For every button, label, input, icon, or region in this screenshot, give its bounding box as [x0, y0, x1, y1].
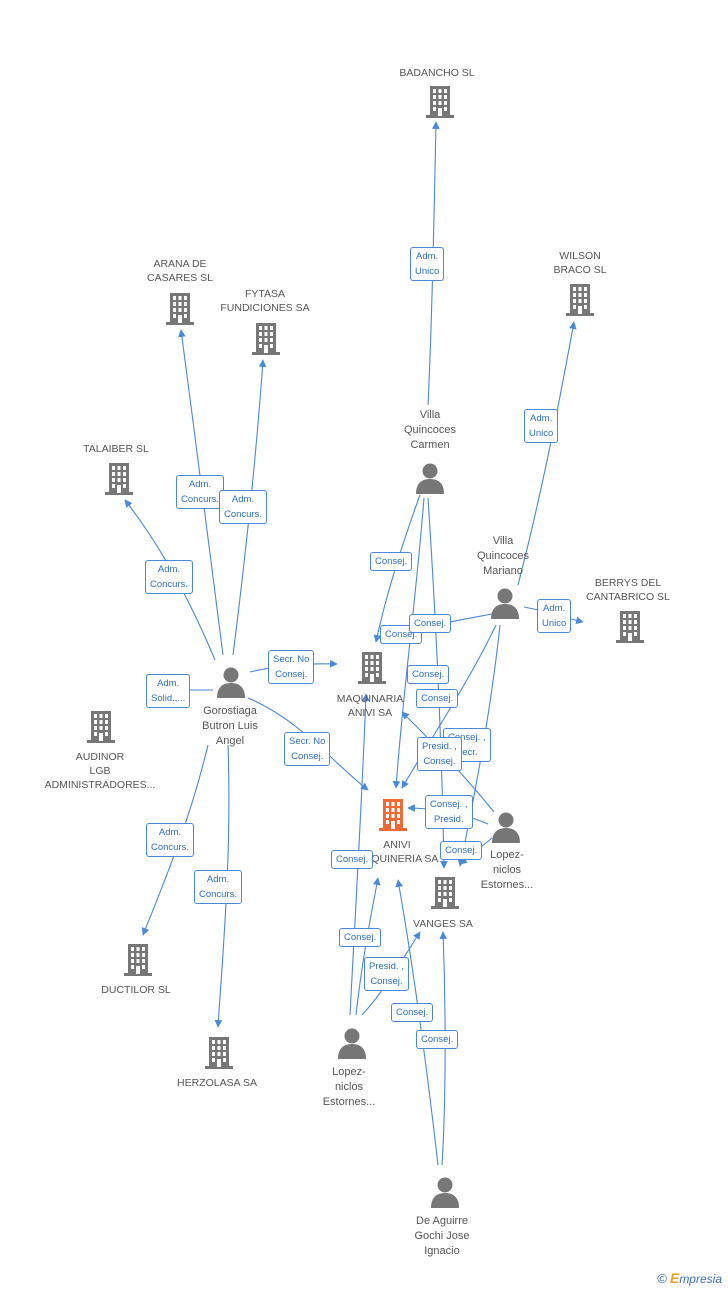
node-label-lopez-right[interactable]: Lopez- niclos Estornes...: [480, 849, 534, 891]
edge-label-e3[interactable]: Adm. Concurs.: [176, 475, 225, 509]
edge-villa-carmen-to-maquinaria: [373, 494, 421, 643]
edge-label-e1[interactable]: Adm. Unico: [410, 247, 445, 281]
building-icon[interactable]: [103, 462, 135, 496]
building-icon[interactable]: [429, 876, 461, 910]
node-label-fytasa[interactable]: FYTASA FUNDICIONES SA: [220, 288, 310, 314]
edge-label-e24[interactable]: Consej.: [391, 1003, 434, 1022]
edge-label-e9[interactable]: Adm. Concurs.: [146, 823, 195, 857]
edge-label-e25[interactable]: Consej.: [416, 1030, 459, 1049]
node-label-maquinaria[interactable]: MAQUINARIA ANIVI SA: [336, 693, 404, 719]
edge-label-e12[interactable]: Consej.: [370, 552, 413, 571]
building-icon[interactable]: [122, 943, 154, 977]
watermark: ©Empresia: [657, 1270, 722, 1286]
building-icon[interactable]: [85, 710, 117, 744]
building-icon[interactable]: [614, 610, 646, 644]
edge-label-e11[interactable]: Adm. Unico: [537, 599, 572, 633]
person-icon[interactable]: [215, 665, 247, 699]
edge-label-e2[interactable]: Adm. Unico: [524, 409, 559, 443]
edge-label-e8[interactable]: Secr. No Consej.: [284, 732, 331, 766]
node-label-badancho[interactable]: BADANCHO SL: [399, 67, 475, 79]
node-label-talaiber[interactable]: TALAIBER SL: [83, 443, 149, 455]
node-label-wilson[interactable]: WILSON BRACO SL: [553, 250, 607, 276]
edge-label-e16[interactable]: Consej.: [416, 689, 459, 708]
edge-label-e15[interactable]: Consej.: [407, 665, 450, 684]
node-label-berrys[interactable]: BERRYS DEL CANTABRICO SL: [586, 577, 670, 603]
node-label-vanges[interactable]: VANGES SA: [413, 918, 473, 930]
edge-label-e19[interactable]: Consej. , Presid.: [425, 795, 473, 829]
edge-label-e20[interactable]: Consej.: [440, 841, 483, 860]
building-icon[interactable]: [564, 283, 596, 317]
person-icon[interactable]: [489, 586, 521, 620]
edge-label-e18[interactable]: Presid. , Consej.: [417, 737, 462, 771]
person-icon[interactable]: [414, 461, 446, 495]
building-icon[interactable]: [377, 798, 409, 832]
edge-label-e4[interactable]: Adm. Concurs.: [219, 490, 268, 524]
building-icon[interactable]: [203, 1036, 235, 1070]
node-label-villa-carmen[interactable]: Villa Quincoces Carmen: [404, 409, 456, 451]
building-icon[interactable]: [164, 292, 196, 326]
node-label-deaguirre[interactable]: De Aguirre Gochi Jose Ignacio: [414, 1215, 470, 1257]
node-label-lopez-left[interactable]: Lopez- niclos Estornes...: [322, 1066, 376, 1108]
building-icon[interactable]: [424, 85, 456, 119]
person-icon[interactable]: [336, 1026, 368, 1060]
brand-initial: E: [669, 1270, 680, 1286]
edge-villa-carmen-to-anivi: [392, 497, 425, 789]
node-label-gorostiaga[interactable]: Gorostiaga Butron Luis Angel: [202, 705, 258, 747]
brand-name: mpresia: [679, 1272, 722, 1286]
node-label-herzolasa[interactable]: HERZOLASA SA: [177, 1077, 257, 1089]
copyright-symbol: ©: [657, 1271, 667, 1286]
edge-label-e5[interactable]: Adm. Concurs.: [145, 560, 194, 594]
node-label-villa-mariano[interactable]: Villa Quincoces Mariano: [477, 535, 529, 577]
edge-villa-mariano-to-wilson: [517, 321, 577, 586]
edge-label-e6[interactable]: Adm. Solid.,...: [146, 674, 191, 708]
node-label-ductilor[interactable]: DUCTILOR SL: [101, 984, 171, 996]
edge-label-e23[interactable]: Presid. , Consej.: [364, 957, 409, 991]
person-icon[interactable]: [429, 1175, 461, 1209]
node-label-audinor[interactable]: AUDINOR LGB ADMINISTRADORES...: [44, 751, 156, 791]
edge-label-e7[interactable]: Secr. No Consej.: [268, 650, 315, 684]
edge-villa-mariano-to-anivi: [401, 624, 497, 789]
node-label-arana[interactable]: ARANA DE CASARES SL: [147, 258, 213, 284]
building-icon[interactable]: [250, 322, 282, 356]
edge-label-e21[interactable]: Consej.: [331, 850, 374, 869]
edge-deaguirre-to-vanges: [439, 931, 448, 1166]
edge-label-e14[interactable]: Consej.: [409, 614, 452, 633]
edge-label-e22[interactable]: Consej.: [339, 928, 382, 947]
edge-label-e10[interactable]: Adm. Concurs.: [194, 870, 243, 904]
building-icon[interactable]: [356, 651, 388, 685]
person-icon[interactable]: [490, 810, 522, 844]
